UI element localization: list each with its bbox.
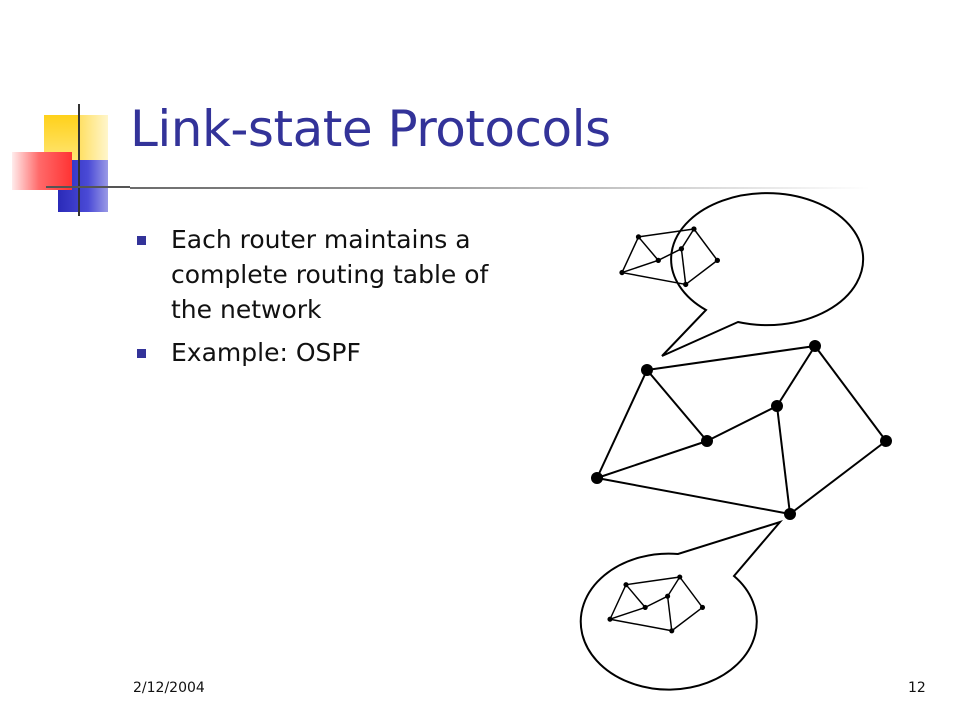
bullet-item: Example: OSPF: [135, 335, 535, 370]
router-node: [809, 340, 821, 352]
router-node: [880, 435, 892, 447]
router-node: [591, 472, 603, 484]
callout-bubble-top: [661, 192, 865, 357]
bullet-text: Example: OSPF: [171, 338, 361, 367]
deco-yellow-square-right: [80, 115, 108, 160]
bullet-list: Each router maintains a complete routing…: [135, 222, 535, 378]
square-bullet-icon: [137, 349, 146, 358]
mini-network-bottom: [607, 574, 706, 634]
deco-red-square: [12, 152, 72, 190]
footer-date: 2/12/2004: [133, 680, 205, 696]
deco-horizontal-line: [46, 186, 130, 188]
title-underline: [130, 187, 870, 189]
bullet-text: Each router maintains a complete routing…: [171, 225, 489, 324]
bullet-item: Each router maintains a complete routing…: [135, 222, 535, 327]
mini-network-top: [619, 226, 721, 288]
callout-bubble-bottom: [579, 520, 784, 691]
footer-page-number: 12: [908, 680, 926, 696]
router-node: [784, 508, 796, 520]
square-bullet-icon: [137, 236, 146, 245]
router-node: [641, 364, 653, 376]
router-node: [701, 435, 713, 447]
main-network-nodes: [591, 340, 892, 520]
slide-title: Link-state Protocols: [130, 100, 611, 158]
main-network-links: [596, 345, 887, 515]
deco-vertical-line: [78, 104, 80, 216]
router-node: [771, 400, 783, 412]
